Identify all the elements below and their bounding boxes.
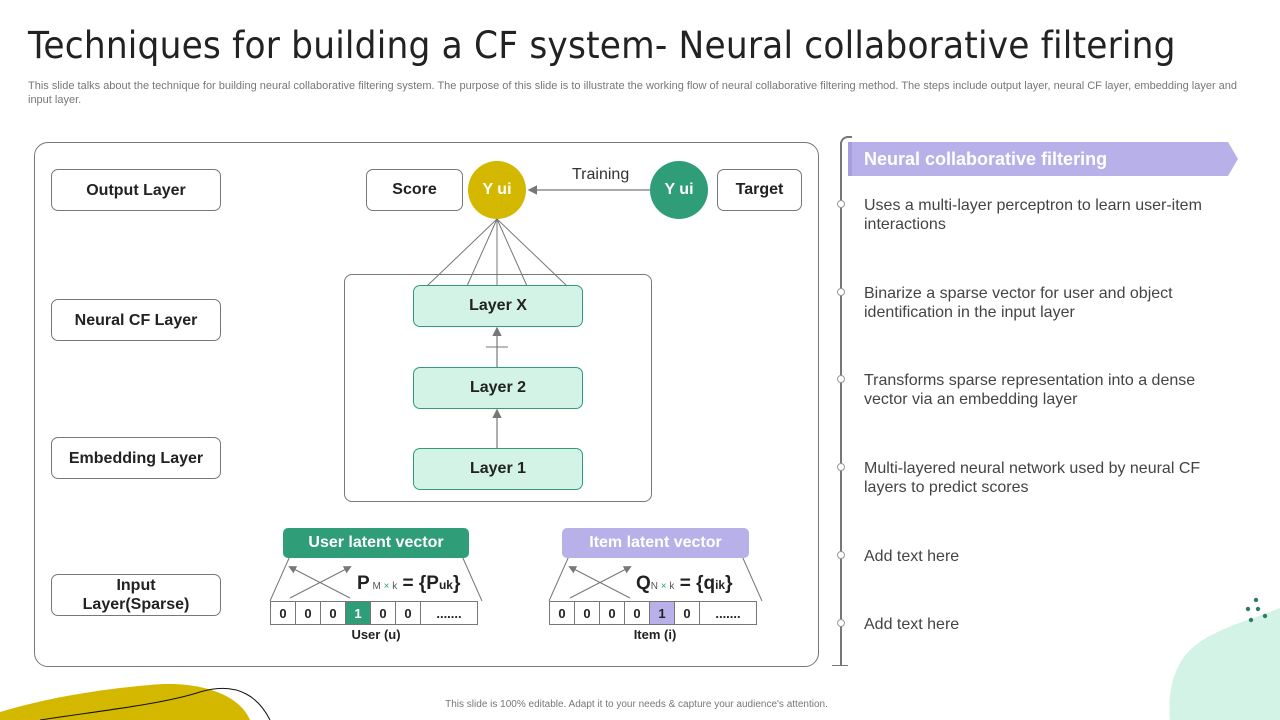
vector-cell-active: 1: [345, 601, 371, 625]
page-title: Techniques for building a CF system- Neu…: [28, 24, 1176, 67]
item-formula-rhs-sub: ik: [715, 578, 726, 592]
layer-1-box: Layer 1: [413, 448, 583, 490]
input-layer-label: Input Layer(Sparse): [51, 574, 221, 616]
output-layer-label: Output Layer: [51, 169, 221, 211]
timeline-dot: [837, 200, 845, 208]
timeline-dot: [837, 375, 845, 383]
user-formula-main: P: [357, 573, 370, 594]
sidebar-header-banner: [848, 142, 1238, 176]
item-formula-sub: N × k: [651, 581, 675, 592]
timeline-dot: [837, 288, 845, 296]
timeline-line: [840, 142, 842, 666]
user-formula-times: ×: [383, 581, 390, 592]
user-formula-sub-left: M: [372, 581, 381, 592]
user-formula-rhs-sub: uk: [438, 578, 453, 592]
user-formula-sub: M × k: [370, 581, 398, 592]
user-formula-rhs: = {P: [402, 573, 439, 594]
training-label: Training: [572, 166, 630, 183]
timeline-dot: [837, 551, 845, 559]
user-formula-sub-right: k: [392, 581, 398, 592]
vector-cell: 0: [270, 601, 296, 625]
user-formula: P M × k = {Puk}: [357, 573, 460, 595]
item-sparse-vector: 0 0 0 0 1 0 .......: [549, 601, 757, 625]
vector-cell-active: 1: [649, 601, 675, 625]
timeline-base: [832, 665, 848, 666]
layer-2-box: Layer 2: [413, 367, 583, 409]
vector-cell: 0: [395, 601, 421, 625]
sidebar-item: Multi-layered neural network used by neu…: [864, 460, 1201, 496]
score-box: Score: [366, 169, 463, 211]
vector-cell: 0: [624, 601, 650, 625]
sidebar-item: Add text here: [864, 616, 960, 633]
item-formula-times: ×: [660, 581, 667, 592]
item-formula: QN × k = {qik}: [636, 573, 733, 595]
sidebar-item: Binarize a sparse vector for user and ob…: [864, 285, 1173, 321]
input-layer-text: Input Layer(Sparse): [82, 577, 190, 613]
timeline-dot: [837, 619, 845, 627]
item-latent-vector-header: Item latent vector: [562, 528, 749, 558]
sidebar-item: Uses a multi-layer perceptron to learn u…: [864, 197, 1202, 233]
user-latent-vector-header: User latent vector: [283, 528, 469, 558]
target-box: Target: [717, 169, 802, 211]
footer-note: This slide is 100% editable. Adapt it to…: [445, 699, 828, 710]
vector-cell: 0: [574, 601, 600, 625]
vector-cell: 0: [370, 601, 396, 625]
item-formula-sub-left: N: [650, 581, 659, 592]
vector-cell: 0: [295, 601, 321, 625]
user-vector-caption: User (u): [351, 627, 401, 642]
item-formula-close: }: [725, 573, 733, 594]
vector-cell: 0: [599, 601, 625, 625]
vector-cell-ellipsis: .......: [420, 601, 478, 625]
item-formula-sub-right: k: [669, 581, 675, 592]
item-vector-caption: Item (i): [633, 627, 677, 642]
page-subtitle: This slide talks about the technique for…: [28, 80, 1238, 106]
sidebar-header-title: Neural collaborative filtering: [864, 149, 1108, 169]
user-formula-close: }: [452, 573, 461, 594]
sidebar-item: Transforms sparse representation into a …: [864, 372, 1196, 408]
diagram-frame: [34, 142, 819, 667]
timeline-dot: [837, 463, 845, 471]
sidebar-item: Add text here: [864, 548, 960, 565]
neural-cf-layer-label: Neural CF Layer: [51, 299, 221, 341]
vector-cell: 0: [674, 601, 700, 625]
vector-cell-ellipsis: .......: [699, 601, 757, 625]
vector-cell: 0: [549, 601, 575, 625]
target-score-node: Y ui: [650, 161, 708, 219]
dots-decoration: [1245, 597, 1268, 623]
vector-cell: 0: [320, 601, 346, 625]
layer-x-box: Layer X: [413, 285, 583, 327]
embedding-layer-label: Embedding Layer: [51, 437, 221, 479]
user-sparse-vector: 0 0 0 1 0 0 .......: [270, 601, 478, 625]
item-formula-rhs: = {q: [679, 573, 716, 594]
item-formula-main: Q: [636, 573, 651, 594]
predicted-score-node: Y ui: [468, 161, 526, 219]
